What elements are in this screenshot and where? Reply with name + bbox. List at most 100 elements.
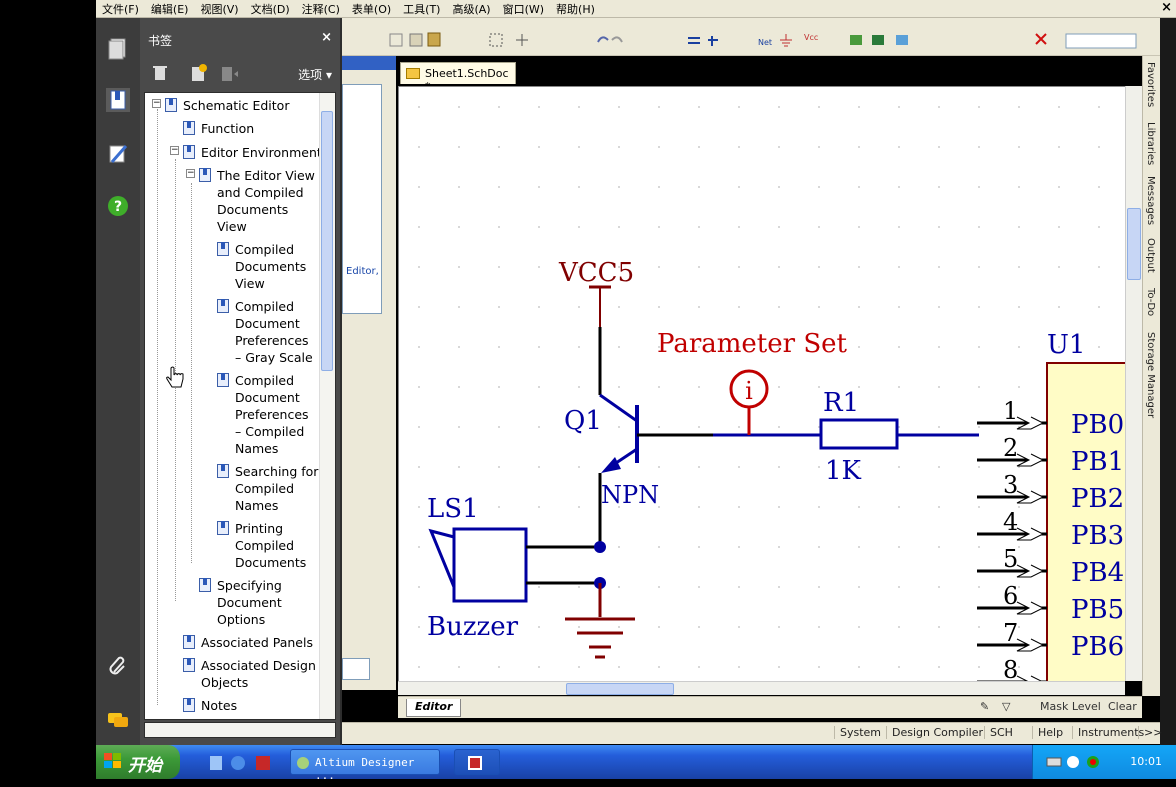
- canvas-hscroll-thumb[interactable]: [566, 683, 674, 695]
- task-altium-designer[interactable]: Altium Designer ...: [290, 749, 440, 782]
- tab-libraries[interactable]: Libraries: [1145, 122, 1156, 166]
- left-black-border: [0, 0, 96, 787]
- parameter-set-directive[interactable]: Parameter Set i: [657, 329, 848, 435]
- bookmarks-icon[interactable]: [106, 88, 130, 112]
- vcc5-label: VCC5: [558, 258, 634, 288]
- toolbar-port-icon[interactable]: [896, 35, 908, 45]
- vcc5-power-port[interactable]: VCC5: [558, 258, 634, 327]
- network-tray-icon[interactable]: [1067, 756, 1079, 768]
- menu-document[interactable]: 文档(D): [250, 2, 290, 16]
- status-instruments[interactable]: Instruments: [1072, 726, 1144, 739]
- tab-favorites[interactable]: Favorites: [1145, 62, 1156, 108]
- schematic-canvas[interactable]: VCC5 Q1 NPN Parameter Set i R1 1K: [398, 86, 1125, 681]
- toolbar-part-icon[interactable]: [850, 35, 862, 45]
- ground-symbol[interactable]: [565, 583, 635, 659]
- bookmark-from-selection-icon[interactable]: [222, 67, 238, 81]
- canvas-vscroll-thumb[interactable]: [1127, 208, 1141, 280]
- editor-tab[interactable]: Editor: [406, 699, 462, 717]
- acrobat-nav-rail: ?: [96, 18, 140, 745]
- toolbar-wire-icon[interactable]: [688, 37, 700, 44]
- toolbar-paste-icon[interactable]: [427, 32, 441, 47]
- document-tab-sheet1[interactable]: Sheet1.SchDoc *: [400, 62, 516, 93]
- tab-storage-manager[interactable]: Storage Manager: [1145, 332, 1156, 419]
- toolbar-redo-icon[interactable]: [611, 36, 623, 43]
- projects-list[interactable]: [342, 84, 382, 314]
- canvas-vertical-scrollbar[interactable]: [1125, 86, 1142, 681]
- status-help[interactable]: Help: [1032, 726, 1063, 739]
- start-button[interactable]: 开始: [96, 745, 180, 779]
- status-more[interactable]: >>: [1138, 726, 1162, 739]
- tab-messages[interactable]: Messages: [1145, 176, 1156, 226]
- toolbar-icons: Net Vcc: [389, 32, 1137, 49]
- status-system[interactable]: System: [834, 726, 881, 739]
- record-tray-icon[interactable]: [1087, 756, 1099, 768]
- bookmarks-toolbar: [140, 58, 340, 88]
- expander-minus[interactable]: −: [152, 98, 161, 108]
- task-acrobat[interactable]: [454, 749, 500, 775]
- signatures-icon[interactable]: [106, 142, 130, 166]
- bookmarks-horizontal-scrollbar[interactable]: [144, 722, 336, 738]
- canvas-horizontal-scrollbar[interactable]: [398, 681, 1125, 695]
- tab-output[interactable]: Output: [1145, 238, 1156, 273]
- menu-comment[interactable]: 注释(C): [301, 2, 340, 16]
- start-label: 开始: [128, 756, 162, 776]
- menu-file[interactable]: 文件(F): [102, 2, 139, 16]
- comments-icon[interactable]: [106, 708, 130, 732]
- toolbar-sheet-icon[interactable]: [872, 35, 884, 45]
- ls1-buzzer[interactable]: LS1 Buzzer: [427, 494, 528, 642]
- menu-form[interactable]: 表单(O): [351, 2, 392, 16]
- menu-tools[interactable]: 工具(T): [403, 2, 441, 16]
- mask-level-button[interactable]: Mask Level: [1040, 700, 1101, 713]
- r1-label: R1: [823, 388, 859, 418]
- bookmarks-scroll-thumb[interactable]: [321, 111, 333, 371]
- clear-button[interactable]: Clear: [1108, 700, 1137, 713]
- bookmarks-tool-icons: [153, 64, 238, 81]
- toolbar-vcc-icon[interactable]: Vcc: [804, 33, 818, 42]
- toolbar-move-icon[interactable]: [516, 34, 528, 46]
- r1-resistor[interactable]: R1 1K: [819, 388, 979, 486]
- toolbar-select-icon[interactable]: [489, 33, 503, 47]
- projects-editor-text: Editor,: [346, 266, 379, 277]
- delete-bookmark-icon[interactable]: [153, 66, 167, 80]
- filter-icon[interactable]: ▽: [1002, 700, 1011, 713]
- status-design-compiler[interactable]: Design Compiler: [886, 726, 983, 739]
- bookmarks-vertical-scrollbar[interactable]: [319, 93, 335, 719]
- menu-window[interactable]: 窗口(W): [502, 2, 545, 16]
- expander-minus[interactable]: −: [170, 145, 179, 155]
- mask-pencil-icon[interactable]: ✎: [980, 700, 990, 713]
- status-sch[interactable]: SCH: [984, 726, 1013, 739]
- q1-transistor[interactable]: Q1 NPN: [564, 327, 659, 547]
- bookmarks-close-icon[interactable]: ×: [321, 30, 332, 45]
- menu-edit[interactable]: 编辑(E): [150, 2, 189, 16]
- show-desktop-icon[interactable]: [210, 756, 222, 770]
- toolbar-combo[interactable]: [1065, 33, 1137, 49]
- projects-input-box[interactable]: [342, 658, 370, 680]
- help-icon[interactable]: ?: [106, 194, 130, 218]
- ie-icon[interactable]: [231, 756, 245, 770]
- toolbar-no-erc-icon[interactable]: [1035, 33, 1047, 45]
- menu-help[interactable]: 帮助(H): [556, 2, 595, 16]
- expander-minus[interactable]: −: [186, 168, 195, 178]
- bookmark-icon: [183, 121, 195, 135]
- pages-icon[interactable]: [106, 36, 130, 60]
- tab-todo[interactable]: To-Do: [1145, 288, 1156, 317]
- toolbar-gnd-icon[interactable]: [780, 34, 792, 47]
- toolbar-copy-icon[interactable]: [409, 33, 423, 47]
- bookmarks-options-menu[interactable]: 选项 ▾: [298, 68, 332, 82]
- u1-pin-io-arrow: [1016, 453, 1045, 467]
- new-bookmark-icon[interactable]: [192, 64, 207, 81]
- toolbar-undo-icon[interactable]: [597, 36, 609, 43]
- bookmark-icon: [183, 145, 195, 159]
- attachments-icon[interactable]: [106, 654, 130, 678]
- toolbar-net-label-icon[interactable]: Net: [758, 38, 772, 47]
- toolbar-cut-icon[interactable]: [389, 33, 403, 47]
- window-close-icon[interactable]: ×: [1161, 0, 1172, 15]
- bookmark-icon: [217, 299, 229, 313]
- ls1-label: LS1: [427, 494, 479, 524]
- acrobat-quick-icon[interactable]: [256, 756, 270, 770]
- menu-advanced[interactable]: 高级(A): [452, 2, 491, 16]
- toolbar-bus-icon[interactable]: [708, 36, 718, 46]
- keyboard-tray-icon[interactable]: [1046, 757, 1062, 767]
- menu-view[interactable]: 视图(V): [200, 2, 239, 16]
